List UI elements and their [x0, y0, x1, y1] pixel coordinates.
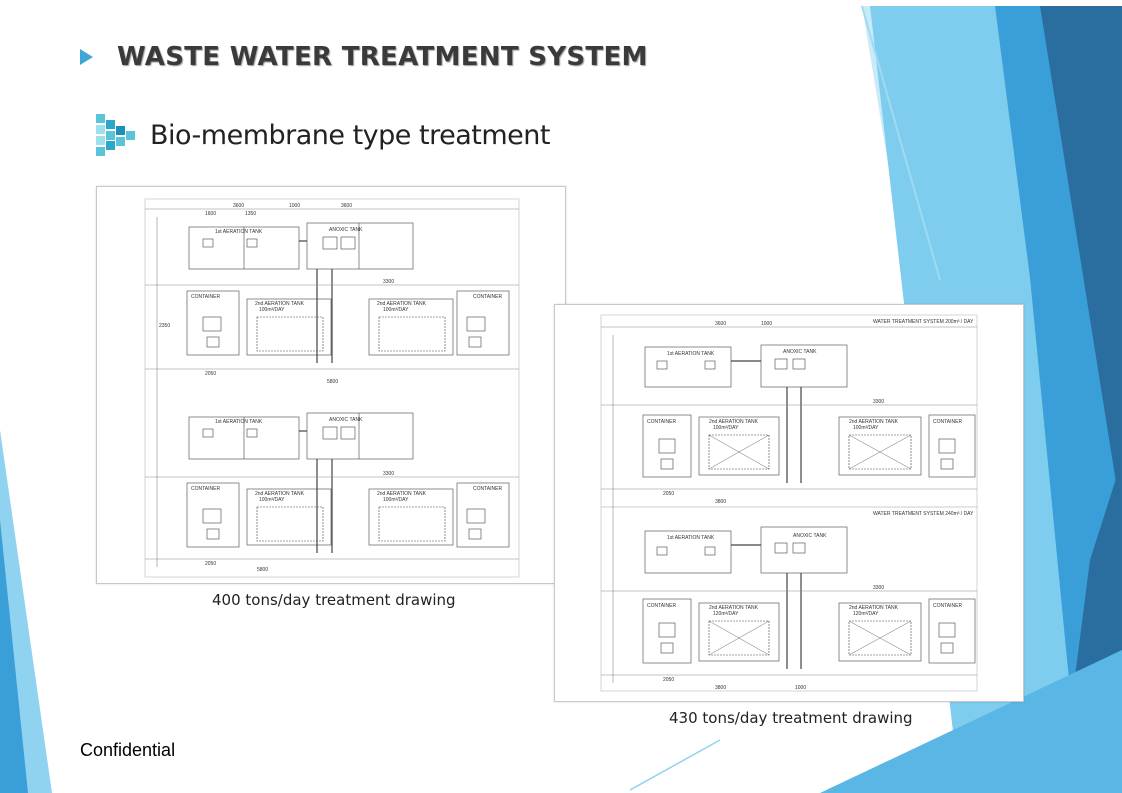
label-capacity-top-right: 100m³/DAY [383, 307, 409, 313]
dim-3600-a: 3600 [715, 321, 726, 327]
deco-line-bottom [629, 739, 721, 791]
drawing-430-svg: WATER TREATMENT SYSTEM 200m³ / DAY 3600 … [600, 314, 978, 692]
title-row: WASTE WATER TREATMENT SYSTEM [80, 42, 648, 72]
label-system-200: WATER TREATMENT SYSTEM 200m³ / DAY [873, 319, 974, 325]
label-1st-aeration-bottom: 1st AERATION TANK [215, 419, 263, 425]
pixel-arrow-icon [96, 114, 135, 156]
label-capacity-bottom-right: 100m³/DAY [383, 497, 409, 503]
label-1st-aeration-b: 1st AERATION TANK [667, 535, 715, 541]
label-anoxic-b: ANOXIC TANK [793, 533, 827, 539]
drawing-430-tons: WATER TREATMENT SYSTEM 200m³ / DAY 3600 … [554, 304, 1024, 702]
caption-430: 430 tons/day treatment drawing [669, 709, 913, 727]
dim-3300-bottom: 3300 [383, 471, 394, 477]
dim-3800-b: 3800 [715, 685, 726, 691]
label-capacity-a-right: 100m³/DAY [853, 425, 879, 431]
label-capacity-bottom-left: 100m³/DAY [259, 497, 285, 503]
dim-2050-b: 2050 [663, 677, 674, 683]
drawing-400-svg: 3600 1000 3600 1600 1350 1st AERATION TA… [144, 198, 520, 578]
label-container-b-left: CONTAINER [647, 603, 676, 609]
label-capacity-a-left: 100m³/DAY [713, 425, 739, 431]
dim-3300-b: 3300 [873, 585, 884, 591]
play-arrow-icon [80, 49, 93, 65]
dim-top-1600: 1600 [205, 211, 216, 217]
subtitle-row: Bio-membrane type treatment [96, 114, 550, 156]
label-container-a-right: CONTAINER [933, 419, 962, 425]
dim-1000-a: 1000 [761, 321, 772, 327]
label-anoxic-bottom: ANOXIC TANK [329, 417, 363, 423]
label-container-a-left: CONTAINER [647, 419, 676, 425]
dim-top-1000: 1000 [289, 203, 300, 209]
label-container-b-right: CONTAINER [933, 603, 962, 609]
slide-title: WASTE WATER TREATMENT SYSTEM [117, 42, 648, 72]
label-capacity-b-left: 120m³/DAY [713, 611, 739, 617]
label-1st-aeration-a: 1st AERATION TANK [667, 351, 715, 357]
dim-3300-top: 3300 [383, 279, 394, 285]
dim-3800-a: 3800 [715, 499, 726, 505]
label-container-bottom-left: CONTAINER [191, 486, 220, 492]
label-container-top-right: CONTAINER [473, 294, 502, 300]
label-capacity-b-right: 120m³/DAY [853, 611, 879, 617]
caption-400: 400 tons/day treatment drawing [212, 591, 456, 609]
dim-top-3600-right: 3600 [341, 203, 352, 209]
dim-5800-bottom: 5800 [257, 567, 268, 573]
dim-top-3600-left: 3600 [233, 203, 244, 209]
label-2nd-aeration-a-right: 2nd AERATION TANK [849, 419, 899, 425]
label-1st-aeration-top: 1st AERATION TANK [215, 229, 263, 235]
slide-subtitle: Bio-membrane type treatment [150, 119, 550, 151]
dim-3300-a: 3300 [873, 399, 884, 405]
dim-2050-bottom: 2050 [205, 561, 216, 567]
label-anoxic-top: ANOXIC TANK [329, 227, 363, 233]
label-2nd-aeration-bottom-right: 2nd AERATION TANK [377, 491, 427, 497]
label-capacity-top-left: 100m³/DAY [259, 307, 285, 313]
label-container-bottom-right: CONTAINER [473, 486, 502, 492]
confidential-footer: Confidential [80, 740, 176, 760]
label-2nd-aeration-a-left: 2nd AERATION TANK [709, 419, 759, 425]
label-2nd-aeration-top-left: 2nd AERATION TANK [255, 301, 305, 307]
deco-bottom-right [820, 650, 1122, 793]
dim-top-1350: 1350 [245, 211, 256, 217]
label-2nd-aeration-top-right: 2nd AERATION TANK [377, 301, 427, 307]
deco-deep-panel [1040, 6, 1122, 520]
dim-2050-a: 2050 [663, 491, 674, 497]
label-system-240: WATER TREATMENT SYSTEM 240m³ / DAY [873, 511, 974, 517]
label-container-top-left: CONTAINER [191, 294, 220, 300]
dim-2050-top: 2050 [205, 371, 216, 377]
label-anoxic-a: ANOXIC TANK [783, 349, 817, 355]
label-2nd-aeration-b-right: 2nd AERATION TANK [849, 605, 899, 611]
label-2nd-aeration-b-left: 2nd AERATION TANK [709, 605, 759, 611]
dim-5800-top: 5800 [327, 379, 338, 385]
deco-line-right [861, 5, 941, 281]
dim-2350-left: 2350 [159, 323, 170, 329]
deco-left-deep [0, 520, 28, 793]
drawing-400-tons: 3600 1000 3600 1600 1350 1st AERATION TA… [96, 186, 566, 584]
label-2nd-aeration-bottom-left: 2nd AERATION TANK [255, 491, 305, 497]
dim-1000-b: 1000 [795, 685, 806, 691]
